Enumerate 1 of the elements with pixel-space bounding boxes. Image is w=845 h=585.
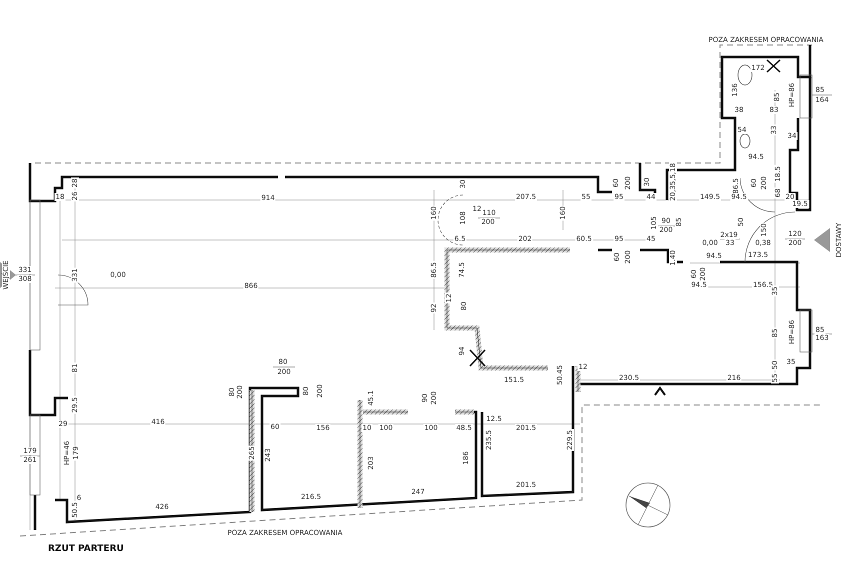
drawing-title: RZUT PARTERU bbox=[48, 544, 124, 554]
